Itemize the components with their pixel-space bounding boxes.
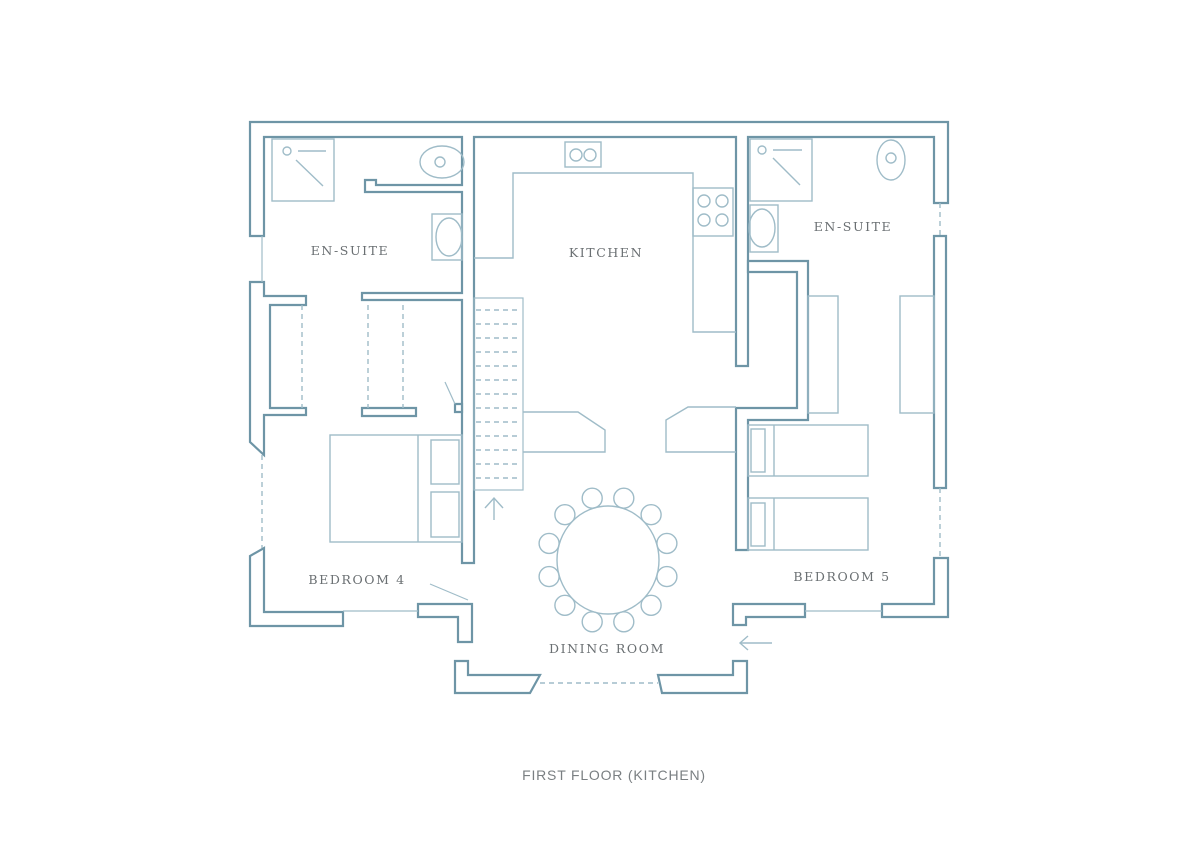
room-label-dining: DINING ROOM (549, 641, 665, 656)
entry-arrow-icon (738, 635, 772, 651)
staircase (473, 297, 524, 491)
kitchen-counter (474, 172, 736, 333)
chair-icon (613, 487, 635, 509)
left-wall-bottom (248, 546, 345, 628)
right-wall-bottom (880, 556, 950, 619)
wardrobes (807, 295, 935, 414)
chair-icon (640, 504, 662, 526)
room-label-bedroom4: BEDROOM 4 (308, 572, 405, 587)
double-bed-icon (329, 434, 463, 543)
chair-icon (538, 532, 560, 555)
walls (248, 120, 950, 695)
room-label-bedroom5: BEDROOM 5 (793, 569, 890, 584)
room-label-ensuite-right: EN-SUITE (814, 219, 893, 234)
dining-bay-left (453, 659, 542, 695)
ensuite-partition (360, 406, 418, 418)
toilet-icon (419, 145, 465, 179)
left-wall-middle (248, 280, 308, 458)
stairs-up-arrow-icon (484, 496, 504, 520)
chair-icon (581, 611, 603, 633)
bedroom5-bay (731, 602, 807, 627)
kitchen-fixtures (474, 141, 736, 333)
chair-icon (656, 532, 678, 555)
single-bed-icon (747, 497, 869, 551)
dining-table (538, 487, 678, 633)
single-bed-icon (747, 424, 869, 477)
chair-icon (554, 504, 576, 526)
toilet-icon (876, 139, 906, 181)
chair-icon (538, 565, 560, 588)
basin-icon (749, 204, 779, 253)
dining-bay-right (656, 659, 749, 695)
bedroom4-bay (416, 602, 474, 644)
right-ensuite-fixtures (748, 138, 906, 253)
shower-icon (271, 138, 335, 202)
chair-icon (613, 611, 635, 633)
sink-icon (564, 141, 602, 168)
chair-icon (554, 594, 576, 616)
counter-right (665, 406, 736, 453)
top-outer-wall (248, 120, 950, 565)
hob-icon (692, 187, 734, 237)
chair-icon (656, 565, 678, 588)
plan-title: FIRST FLOOR (KITCHEN) (522, 767, 706, 783)
room-label-kitchen: KITCHEN (569, 245, 643, 260)
chair-icon (640, 594, 662, 616)
windows (261, 203, 941, 684)
right-wall-middle (932, 234, 948, 490)
shower-icon (749, 138, 813, 202)
bedroom4-door-jamb (453, 402, 464, 414)
room-label-ensuite-left: EN-SUITE (311, 243, 390, 258)
left-ensuite-fixtures (271, 138, 465, 261)
chair-icon (581, 487, 603, 509)
counter-left (523, 411, 606, 453)
